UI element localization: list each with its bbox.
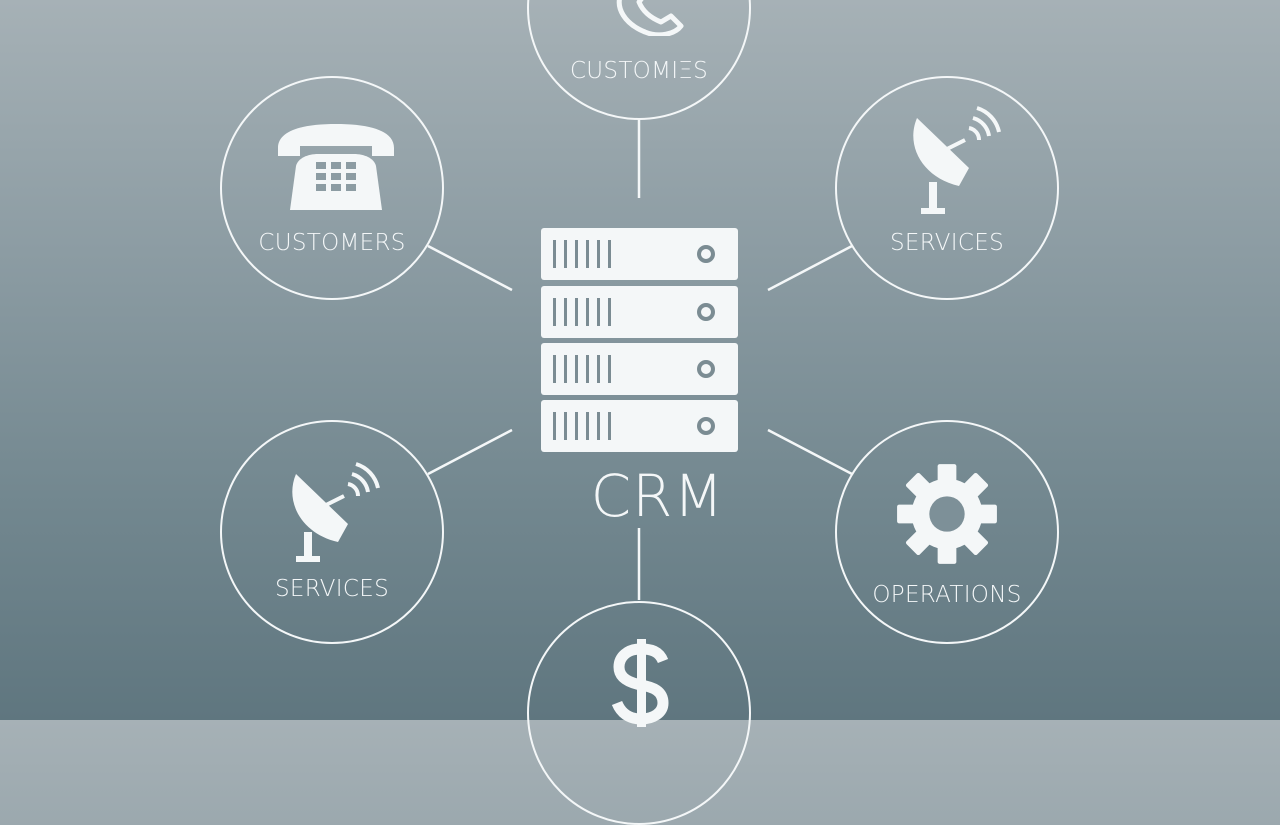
node-operations: OPERATIONS — [835, 420, 1059, 644]
telephone-icon — [278, 124, 394, 210]
server-unit — [541, 400, 738, 452]
connector-lower-left — [427, 428, 513, 476]
node-services: SERVICES — [835, 76, 1059, 300]
connector-lower-right — [767, 428, 853, 476]
satellite-dish-icon — [292, 462, 380, 562]
connector-lines — [427, 120, 853, 600]
connector-upper-left — [427, 244, 513, 292]
gear-icon — [897, 464, 997, 564]
connector-upper-right — [767, 244, 853, 292]
satellite-dish-icon — [913, 106, 1001, 214]
phone-handset-icon — [616, 0, 684, 36]
node-finance — [527, 601, 751, 825]
node-label: CUSTOMERS — [258, 230, 406, 256]
node-services-left: SERVICES — [220, 420, 444, 644]
node-customers-top: CUSTOMΙΞS — [527, 0, 751, 120]
dollar-sign-icon — [611, 639, 669, 727]
server-unit — [541, 286, 738, 338]
server-unit — [541, 228, 738, 280]
server-unit — [541, 343, 738, 395]
center-label: CRM — [590, 462, 725, 530]
node-label: OPERATIONS — [872, 582, 1022, 608]
node-label: SERVICES — [890, 230, 1004, 256]
node-customers: CUSTOMERS — [220, 76, 444, 300]
node-label: CUSTOMΙΞS — [569, 58, 709, 84]
node-label: SERVICES — [275, 576, 389, 602]
crm-diagram: CRM CUSTOMΙΞS CUSTOMERS — [220, 0, 1059, 825]
